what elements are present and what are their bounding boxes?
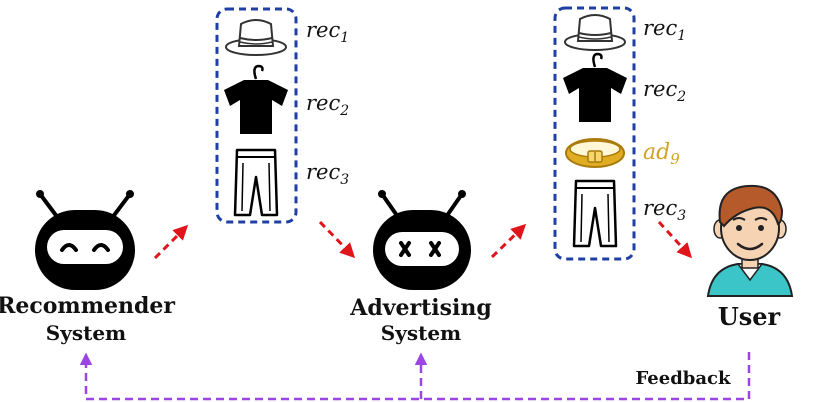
blended-rec-label-2: rec2 — [643, 77, 686, 105]
arrow-blended-to-user — [657, 220, 693, 259]
feedback-loop — [79, 352, 751, 401]
advertising-label-line2: System — [381, 321, 461, 345]
rec-label-1: rec1 — [306, 18, 349, 46]
recommender-robot-icon — [35, 190, 135, 290]
arrow-list-to-advertising — [318, 220, 356, 259]
tshirt-icon — [224, 64, 288, 134]
recommender-label-line1: Recommender — [0, 293, 175, 319]
arrow-advertising-to-blended — [490, 223, 527, 259]
arrow-recommender-to-list — [153, 224, 189, 260]
user-avatar-icon — [706, 184, 794, 297]
blended-ad-label: ad9 — [643, 140, 680, 168]
recommender-label-line2: System — [46, 321, 126, 345]
blended-list-box — [553, 6, 636, 261]
pants-icon — [572, 179, 618, 248]
feedback-label: Feedback — [636, 368, 731, 389]
pants-icon — [233, 148, 279, 217]
user-label: User — [718, 302, 781, 331]
feedback-arrow-to-recommender — [79, 352, 751, 401]
tshirt-icon — [563, 52, 627, 122]
advertising-label-line1: Advertising — [349, 295, 491, 321]
hat-icon — [225, 19, 287, 56]
blended-rec-label-1: rec1 — [643, 16, 686, 44]
rec-label-3: rec3 — [306, 160, 349, 188]
advertising-robot-icon — [373, 190, 471, 290]
rec-label-2: rec2 — [306, 91, 349, 119]
belt-icon — [565, 138, 625, 168]
recommended-list-box — [215, 7, 298, 224]
forward-arrows — [153, 220, 693, 260]
hat-icon — [564, 14, 626, 51]
blended-rec-label-3: rec3 — [643, 196, 686, 224]
